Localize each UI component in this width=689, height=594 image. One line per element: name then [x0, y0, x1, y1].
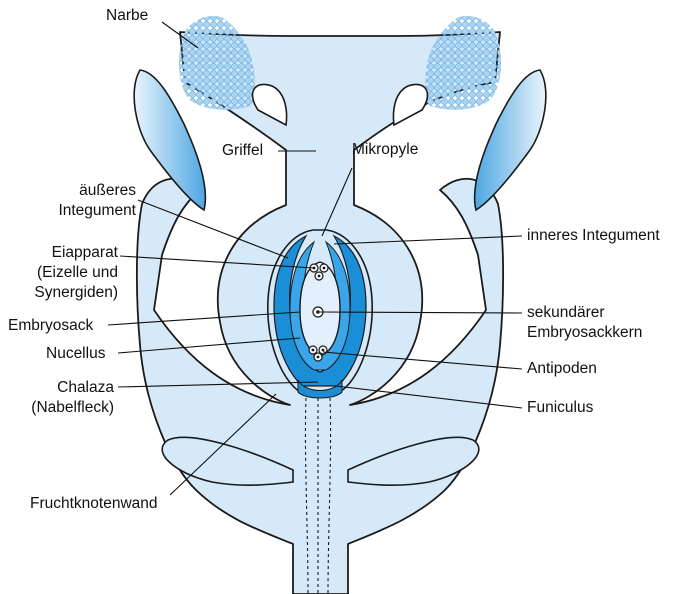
label-fruchtknotenwand: Fruchtknotenwand	[30, 494, 158, 514]
label-antipoden: Antipoden	[527, 359, 597, 379]
label-chalaza: Chalaza (Nabelfleck)	[0, 378, 114, 418]
label-inneres-integument: inneres Integument	[527, 226, 660, 246]
label-griffel: Griffel	[222, 141, 263, 161]
label-mikropyle: Mikropyle	[352, 140, 418, 160]
label-narbe: Narbe	[106, 6, 148, 26]
label-embryosack: Embryosack	[8, 316, 93, 336]
stigma-left-pollen	[179, 16, 255, 110]
label-eiapparat: Eiapparat (Eizelle und Synergiden)	[0, 243, 118, 303]
stigma-right-pollen	[425, 16, 501, 110]
label-funiculus: Funiculus	[527, 398, 593, 418]
label-nucellus: Nucellus	[46, 344, 105, 364]
label-aeusseres-integument: äußeres Integument	[28, 181, 136, 221]
label-sekundaerer-embryosackkern: sekundärer Embryosackkern	[527, 303, 642, 343]
